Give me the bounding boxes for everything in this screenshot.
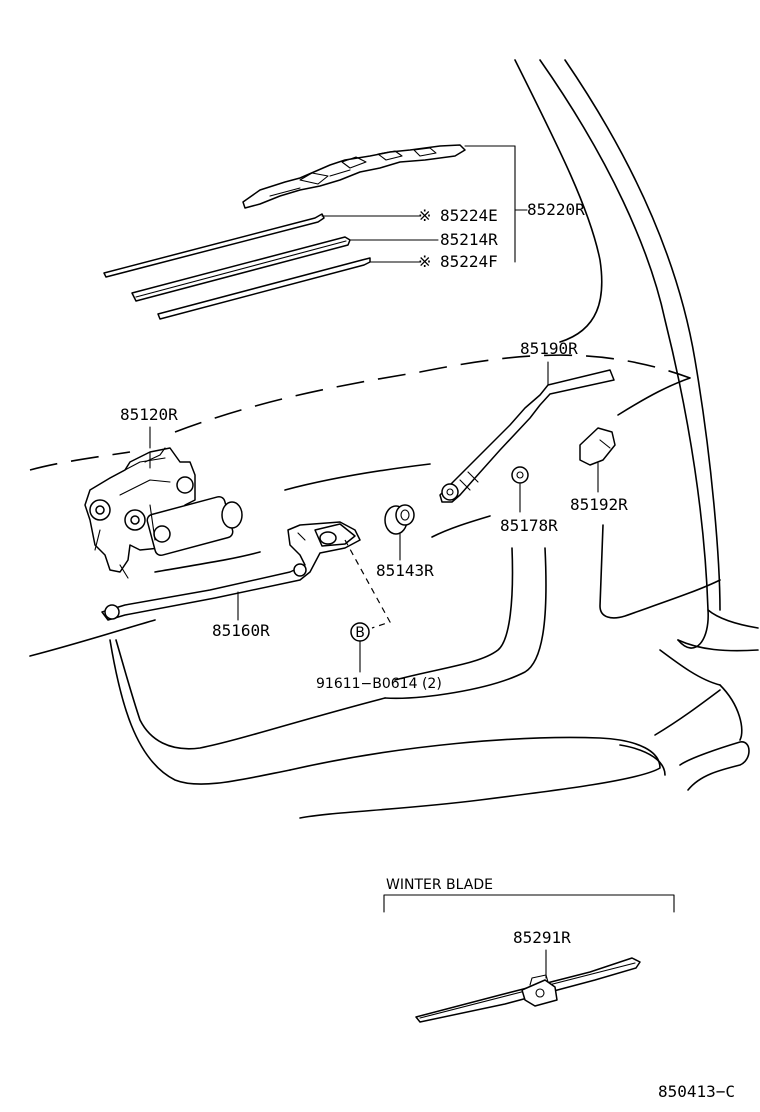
arm-cap: [579, 427, 616, 493]
bolt-leader-dashed: [344, 539, 391, 629]
label-85190R: 85190R: [520, 339, 578, 358]
asterisk-mark: ※: [418, 252, 431, 271]
winter-blade-section: WINTER BLADE 85291R: [383, 877, 675, 1023]
winter-section-title: WINTER BLADE: [386, 877, 493, 893]
label-85160R: 85160R: [212, 621, 270, 640]
winter-blade: [415, 957, 641, 1023]
label-85178R: 85178R: [500, 516, 558, 535]
asterisk-mark: ※: [418, 206, 431, 225]
label-85143R: 85143R: [376, 561, 434, 580]
part-labels: ※ 85224E 85214R ※ 85224F 85220R 85190R 8…: [120, 200, 628, 692]
vehicle-body-outline: [29, 59, 759, 819]
pivot-nut: [511, 466, 529, 513]
svg-text:B: B: [355, 625, 365, 641]
label-85120R: 85120R: [120, 405, 178, 424]
bolt-ref-marker: B: [350, 622, 370, 673]
label-85224F: 85224F: [440, 252, 498, 271]
blade-leader-lines: [321, 145, 528, 263]
label-85220R: 85220R: [527, 200, 585, 219]
wiper-motor: [84, 426, 243, 579]
label-85291R: 85291R: [513, 928, 571, 947]
label-85192R: 85192R: [570, 495, 628, 514]
wiper-arm: [439, 361, 615, 503]
pivot-grommet: [384, 504, 415, 561]
diagram-code: 850413−C: [658, 1082, 735, 1101]
label-85224E: 85224E: [440, 206, 498, 225]
label-85214R: 85214R: [440, 230, 498, 249]
wiper-blade-assembly: [242, 144, 466, 209]
blade-rubber: [131, 236, 351, 302]
blade-refill-upper: [103, 213, 325, 278]
label-91611-B0614: 91611−B0614 (2): [316, 676, 442, 692]
